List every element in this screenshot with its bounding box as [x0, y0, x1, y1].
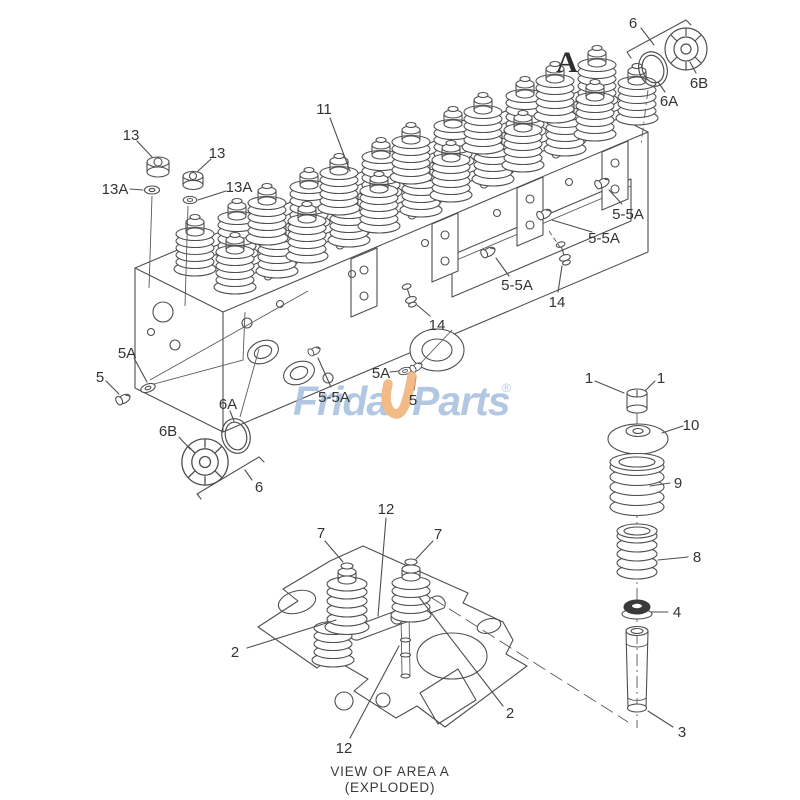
callout-12-top: 12 [378, 501, 395, 518]
valve-keeper [626, 388, 648, 414]
caption-line2: (EXPLODED) [345, 780, 436, 795]
leader-11 [329, 117, 351, 172]
callout-6a-left: 6A [219, 396, 237, 413]
callout-5a-left: 5A [118, 345, 136, 362]
watermark-y-swoosh-icon [381, 371, 417, 419]
area-a-right-spring [390, 558, 432, 679]
callout-5-left: 5 [96, 369, 104, 386]
callout-13-right: 13 [209, 145, 226, 162]
spring-retainer [607, 423, 669, 455]
watermark-text-right: Parts [412, 378, 510, 424]
valve-stem-seal [621, 599, 653, 620]
stud-13-right-assembly [182, 158, 227, 307]
view-of-area-a [246, 517, 629, 739]
callout-2-right: 2 [506, 705, 514, 722]
caption-line1: VIEW OF AREA A [330, 764, 449, 779]
callout-5a-mid: 5A [372, 365, 390, 382]
stud-13-left-assembly [129, 140, 170, 289]
callout-5-mid: 5 [409, 392, 417, 409]
callout-7-left: 7 [317, 525, 325, 542]
bolts-5-5a-right [306, 174, 623, 388]
callout-13-left: 13 [123, 127, 140, 144]
callout-5-5a-4: 5-5A [318, 389, 350, 406]
callout-8: 8 [693, 549, 701, 566]
callout-11: 11 [316, 101, 332, 118]
callout-5-5a-3: 5-5A [501, 277, 533, 294]
callout-2-left: 2 [231, 644, 239, 661]
callout-10: 10 [683, 417, 700, 434]
callout-13a-right: 13A [226, 179, 253, 196]
watermark: Frida Parts ® [293, 371, 511, 424]
callout-5-5a-1: 5-5A [612, 206, 644, 223]
valve-exploded-column [594, 380, 689, 728]
callout-area-a: A [556, 46, 578, 79]
outer-valve-spring [609, 452, 665, 517]
callout-1-left: 1 [585, 370, 593, 387]
callout-3: 3 [678, 724, 686, 741]
callout-6b-top: 6B [690, 75, 708, 92]
callout-14-mid: 14 [429, 317, 446, 334]
callout-9: 9 [674, 475, 682, 492]
plug-assembly-top-right [626, 19, 708, 146]
callout-labels: 6 6B 6A 11 13 13 13A 13A A 5-5A 5-5A 5-5… [96, 15, 708, 757]
watermark-registered-mark: ® [502, 381, 511, 395]
valve-guide [625, 625, 649, 713]
watermark-text-left: Frida [293, 378, 388, 424]
area-a-left-spring [311, 562, 370, 668]
callout-6b-left: 6B [159, 423, 177, 440]
callout-5-5a-2: 5-5A [588, 230, 620, 247]
callout-6-top: 6 [629, 15, 637, 32]
inner-valve-spring [616, 523, 658, 580]
callout-7-right: 7 [434, 526, 442, 543]
caption: VIEW OF AREA A (EXPLODED) [330, 764, 449, 795]
callout-6-left: 6 [255, 479, 263, 496]
callout-4: 4 [673, 604, 681, 621]
callout-12-bottom: 12 [336, 740, 353, 757]
callout-13a-left: 13A [102, 181, 129, 198]
callout-14-right: 14 [549, 294, 566, 311]
plug-assembly-left [178, 348, 265, 500]
callout-1-right: 1 [657, 370, 665, 387]
callout-6a-top: 6A [660, 93, 678, 110]
bolt-5-left-assembly [105, 290, 309, 408]
